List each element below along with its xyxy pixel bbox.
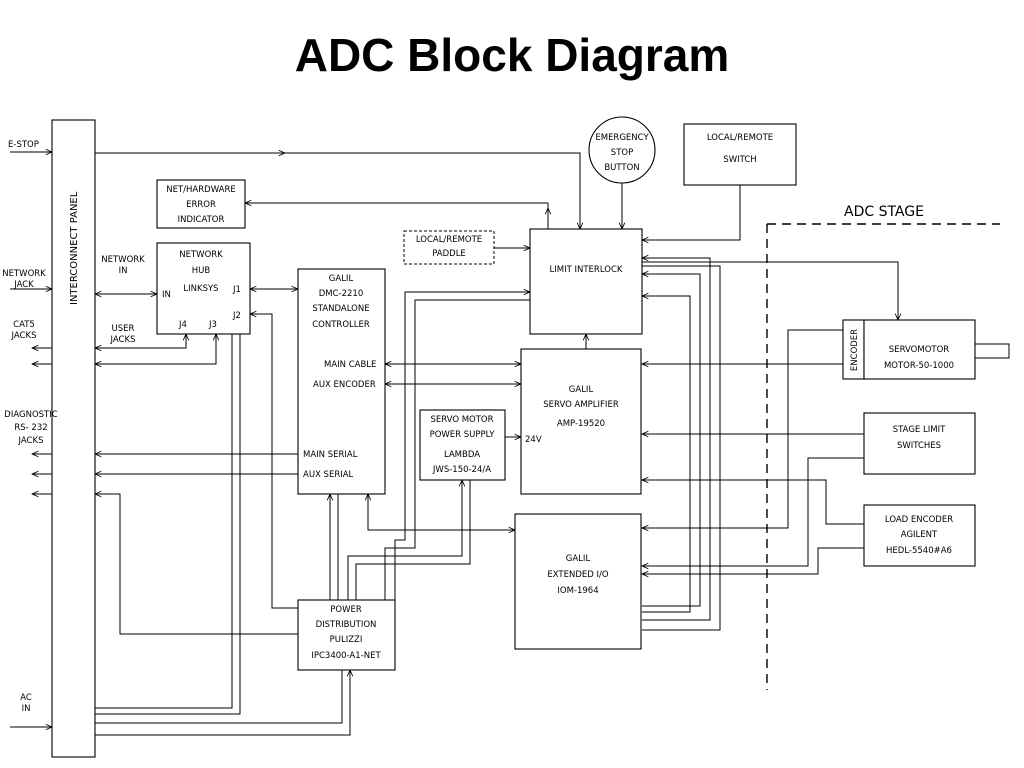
network-jack-label-2: JACK (13, 280, 34, 290)
load-encoder-label-3: HEDL-5540#A6 (886, 546, 952, 556)
hub-port-j2: J2 (232, 311, 241, 321)
hub-label-3: LINKSYS (183, 284, 218, 294)
galil-extended-io (514, 513, 642, 650)
hub-port-in: IN (162, 290, 171, 300)
ac-in-label-2: IN (22, 704, 31, 714)
emergency-stop-button (588, 116, 656, 184)
paddle-label-2: PADDLE (432, 249, 466, 259)
servo-power-supply (419, 409, 506, 481)
estop-label-2: STOP (611, 148, 633, 158)
net-hw-label-1: NET/HARDWARE (166, 185, 235, 195)
stage-limit-label-1: STAGE LIMIT (893, 425, 946, 435)
diagnostic-label-1: DIAGNOSTIC (4, 410, 57, 420)
encoder-label: ENCODER (850, 329, 860, 371)
user-jacks-label-1: USER (112, 324, 135, 334)
pdu-label-3: PULIZZI (330, 635, 363, 645)
switch-label-1: LOCAL/REMOTE (707, 133, 773, 143)
blocks: INTERCONNECT PANEL NET/HARDWARE ERROR IN… (51, 116, 976, 758)
wires (10, 152, 1010, 736)
page-title: ADC Block Diagram (294, 29, 730, 81)
servo-amplifier (520, 348, 642, 495)
servomotor-label-1: SERVOMOTOR (889, 345, 949, 355)
amp-label-1: GALIL (569, 385, 594, 395)
io-label-3: IOM-1964 (557, 586, 598, 596)
local-remote-switch (683, 123, 797, 186)
servomotor-label-2: MOTOR-50-1000 (884, 361, 954, 371)
ac-in-label-1: AC (20, 693, 32, 703)
left-labels: E-STOP NETWORK JACK CAT5 JACKS DIAGNOSTI… (2, 140, 145, 714)
net-hw-label-3: INDICATOR (178, 215, 225, 225)
diagnostic-label-3: JACKS (18, 436, 44, 446)
network-hub (156, 242, 251, 335)
controller-label-1: GALIL (329, 274, 354, 284)
io-label-2: EXTENDED I/O (547, 570, 608, 580)
controller-aux-encoder: AUX ENCODER (313, 380, 376, 390)
psu-label-1: SERVO MOTOR (430, 415, 493, 425)
controller-main-serial: MAIN SERIAL (303, 450, 358, 460)
load-encoder-label-2: AGILENT (901, 530, 938, 540)
estop-label-3: BUTTON (604, 163, 639, 173)
pdu-label-1: POWER (330, 605, 362, 615)
load-encoder (863, 504, 976, 567)
io-label-1: GALIL (566, 554, 591, 564)
limit-interlock (529, 228, 643, 335)
net-hw-error-indicator (156, 179, 246, 229)
controller-label-4: CONTROLLER (312, 320, 370, 330)
diagnostic-label-2: RS- 232 (14, 423, 47, 433)
user-jacks-label-2: JACKS (110, 335, 136, 345)
pdu-label-4: IPC3400-A1-NET (311, 651, 381, 661)
servomotor (863, 319, 976, 380)
limit-interlock-label: LIMIT INTERLOCK (550, 265, 623, 275)
interconnect-panel (51, 119, 96, 758)
net-hw-label-2: ERROR (186, 200, 216, 210)
psu-label-2: POWER SUPPLY (430, 430, 496, 440)
cat5-label-1: CAT5 (13, 320, 35, 330)
hub-label-1: NETWORK (179, 250, 223, 260)
paddle-label-1: LOCAL/REMOTE (416, 235, 482, 245)
galil-controller (297, 268, 386, 495)
interconnect-panel-label: INTERCONNECT PANEL (69, 191, 80, 305)
stage-limit-switches (863, 412, 976, 475)
power-distribution (297, 599, 396, 671)
estop-label-1: EMERGENCY (595, 133, 649, 143)
amp-label-2: SERVO AMPLIFIER (543, 400, 619, 410)
local-remote-paddle (403, 230, 495, 265)
controller-label-2: DMC-2210 (319, 289, 364, 299)
switch-label-2: SWITCH (723, 155, 756, 165)
adc-stage-label: ADC STAGE (844, 204, 924, 220)
network-in-label-2: IN (119, 266, 128, 276)
psu-label-4: JWS-150-24/A (432, 465, 491, 475)
controller-aux-serial: AUX SERIAL (303, 470, 354, 480)
cat5-label-2: JACKS (11, 331, 37, 341)
pdu-label-2: DISTRIBUTION (316, 620, 377, 630)
psu-label-3: LAMBDA (444, 450, 480, 460)
hub-label-2: HUB (192, 266, 211, 276)
network-in-label-1: NETWORK (101, 255, 145, 265)
load-encoder-label-1: LOAD ENCODER (885, 515, 953, 525)
hub-port-j3: J3 (208, 320, 217, 330)
controller-main-cable: MAIN CABLE (324, 360, 376, 370)
hub-port-j4: J4 (178, 320, 187, 330)
controller-label-3: STANDALONE (312, 304, 369, 314)
voltage-label: 24V (525, 435, 542, 445)
hub-port-j1: J1 (232, 285, 241, 295)
estop-label: E-STOP (8, 140, 39, 150)
network-jack-label-1: NETWORK (2, 269, 46, 279)
amp-label-3: AMP-19520 (557, 419, 605, 429)
stage-limit-label-2: SWITCHES (897, 441, 941, 451)
